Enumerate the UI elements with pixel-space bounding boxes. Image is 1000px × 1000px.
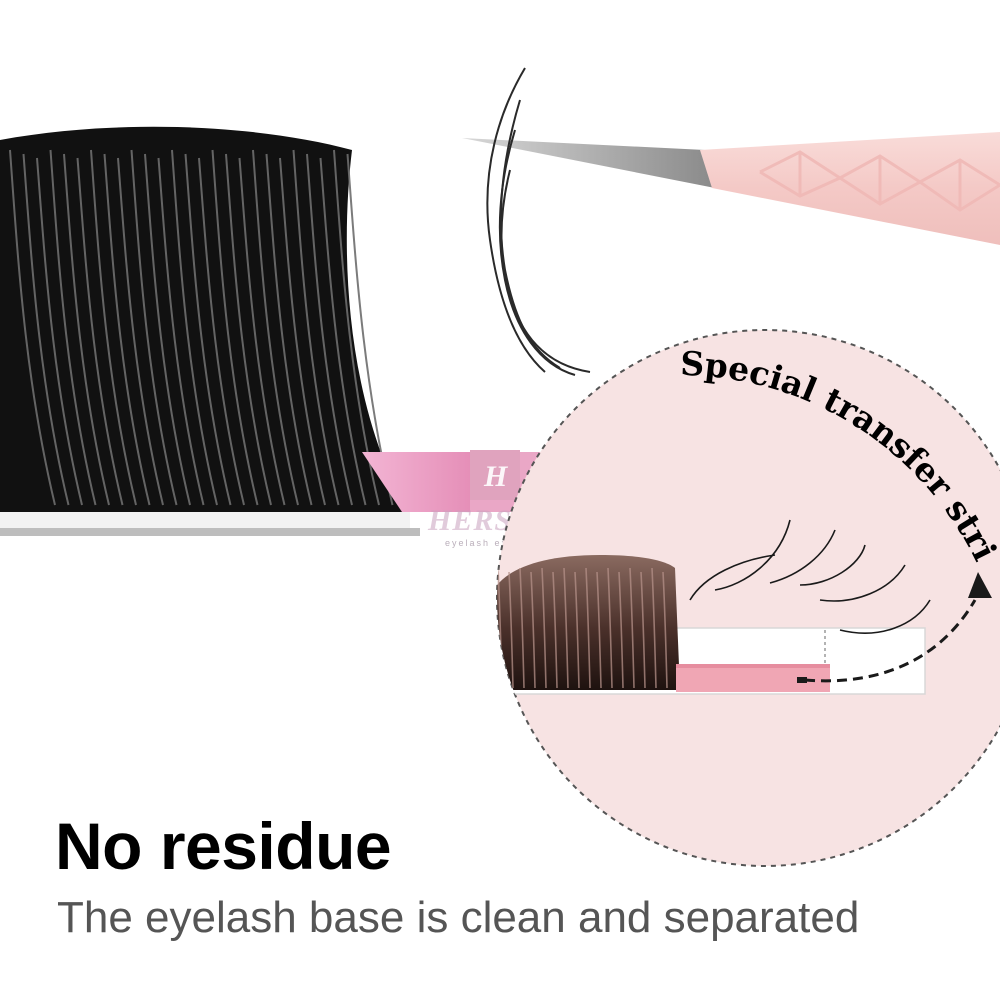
brand-mark-text: H [483, 460, 509, 493]
lash-fibre-highlight [198, 157, 245, 506]
magnified-lash-highlight [519, 567, 525, 689]
magnified-lash-highlight [552, 571, 558, 689]
magnified-lash-highlight [607, 567, 613, 689]
magnifier-circle [496, 329, 1000, 867]
picked-lash-fan [486, 67, 591, 376]
headline: No residue [55, 809, 392, 883]
magnified-lash-highlight [508, 571, 514, 689]
lash-fibre-highlight [22, 153, 70, 506]
lash-fibre-highlight [319, 157, 367, 506]
lash-fibre-highlight [292, 149, 340, 506]
magnified-lash-highlight [596, 571, 602, 689]
lash-fibre-highlight [184, 153, 232, 506]
lash-fibre-highlight [103, 153, 151, 506]
lash-fibre-highlight [144, 153, 191, 506]
lash-fibre-highlight [49, 149, 97, 506]
callout-arrowhead [968, 572, 992, 598]
magnified-lash-highlight [662, 571, 668, 689]
lash-fibre-highlight [306, 153, 353, 506]
lash-fibre-highlight [90, 149, 137, 506]
magnified-lash-highlight [585, 567, 591, 689]
magnified-lash-highlight [629, 567, 635, 689]
lash-fibre-highlight [36, 157, 83, 506]
lash-fibre-highlight [265, 153, 313, 506]
lash-fibre-highlight [9, 149, 56, 506]
lash-fibre-highlight [117, 157, 164, 506]
lash-fibre-highlight [76, 157, 124, 506]
lash-fibre-highlight [63, 153, 110, 506]
lash-fibre-highlight [157, 157, 205, 506]
tweezers [462, 132, 1000, 245]
magnified-lash-highlight [651, 567, 657, 689]
lash-fibre-highlight [252, 149, 299, 506]
magnified-lash-highlight [618, 571, 624, 689]
brand-tagline-text: eyelash extension [445, 538, 551, 548]
lash-strip [0, 126, 420, 536]
lash-fibre-highlight [225, 153, 272, 506]
lash-fibre-highlight [211, 149, 259, 506]
magnified-lash-highlight [530, 571, 536, 689]
lash-fibre-highlight [130, 149, 178, 506]
lash-fibre-highlight [238, 157, 286, 506]
magnified-lash-highlight [640, 571, 646, 689]
magnified-lash-highlight [541, 567, 547, 689]
magnified-lash-highlight [574, 571, 580, 689]
subline: The eyelash base is clean and separated [57, 893, 860, 942]
magnified-lash-highlight [563, 567, 569, 689]
lash-fibre-highlight [171, 149, 218, 506]
lash-fibre-highlight [279, 157, 326, 506]
